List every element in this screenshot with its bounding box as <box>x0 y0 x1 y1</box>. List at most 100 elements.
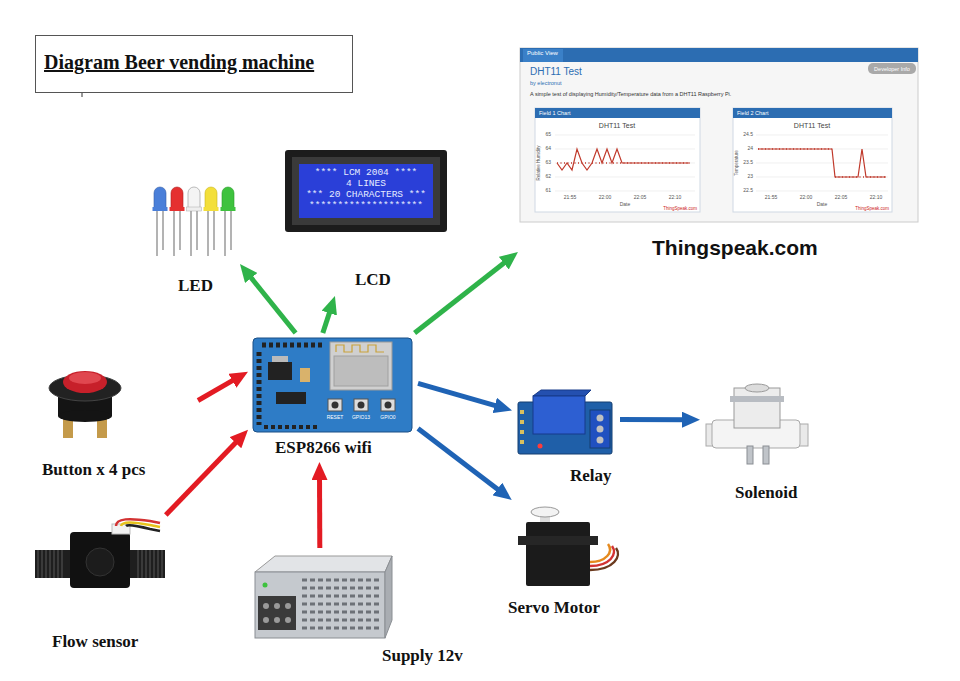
component-node: Solenoid <box>700 380 815 508</box>
axis-title: Temperature <box>734 150 739 175</box>
thingspeak-screenshot <box>756 163 888 164</box>
lcd-module <box>299 164 433 218</box>
pin-label: GPIO13 <box>352 415 370 421</box>
flow-sensor <box>35 519 165 588</box>
led-icon <box>207 211 209 256</box>
axis-tick: 24 <box>747 146 753 152</box>
axis-tick: 21:55 <box>765 195 778 201</box>
thingspeak-screenshot <box>733 108 892 212</box>
thingspeak-screenshot <box>555 191 695 192</box>
axis-tick: 62 <box>545 174 551 180</box>
power-supply <box>263 583 268 588</box>
esp8266-board <box>328 399 342 411</box>
led-icon <box>188 187 200 208</box>
arrow-connector <box>166 438 240 515</box>
push-button <box>69 372 101 384</box>
component-node: Supply 12v <box>245 548 512 670</box>
thingspeak-screenshot <box>535 108 700 118</box>
push-button <box>49 371 121 438</box>
lcd-text: **** LCM 2004 **** <box>315 168 418 179</box>
component-label: LED <box>178 276 213 296</box>
esp8266-board <box>381 399 395 411</box>
chart-title: DHT11 Test <box>794 122 830 130</box>
led-icon <box>230 211 232 250</box>
power-supply <box>302 579 380 582</box>
panel-heading: Field 1 Chart <box>539 110 571 116</box>
thingspeak-screenshot <box>555 149 695 150</box>
thingspeak-screenshot <box>520 48 918 222</box>
esp8266-board <box>334 356 388 386</box>
component-node: Servo Motor <box>505 500 640 622</box>
axis-tick: 23 <box>747 174 753 180</box>
solenoid-valve <box>730 396 784 402</box>
component-label: Flow sensor <box>52 632 138 652</box>
thingspeak-screenshot <box>523 49 563 62</box>
tab-text: Public View <box>527 50 558 57</box>
axis-title: Date <box>620 202 631 208</box>
led-icon <box>156 211 158 256</box>
flow-sensor <box>137 550 164 578</box>
esp8266-board <box>268 362 292 380</box>
author-text: by electronut <box>530 80 562 86</box>
panel-heading: Field 2 Chart <box>737 110 769 116</box>
relay-module <box>533 396 585 434</box>
pin-label: RESET <box>327 415 344 421</box>
axis-tick: 22:00 <box>599 195 612 201</box>
flow-sensor <box>86 548 114 576</box>
axis-tick: 63 <box>545 160 551 166</box>
esp8266-board <box>330 342 392 390</box>
esp8266-board <box>332 402 339 409</box>
component-label: Thingspeak.com <box>652 236 818 260</box>
component-label: Servo Motor <box>508 598 600 618</box>
title-box: Diagram Beer vending machine <box>35 35 353 93</box>
led-icon <box>179 211 181 250</box>
component-label: Button x 4 pcs <box>42 460 145 480</box>
flow-sensor <box>126 525 160 531</box>
relay-module <box>520 410 524 446</box>
axis-tick: 22.5 <box>743 188 753 194</box>
power-supply <box>302 587 380 590</box>
esp8266-board <box>253 338 412 432</box>
led-icon <box>190 211 192 256</box>
axis-tick: 64 <box>545 146 551 152</box>
arrow-connector <box>415 260 509 334</box>
esp8266-board <box>262 343 325 348</box>
power-supply <box>302 611 380 614</box>
power-supply <box>285 617 291 623</box>
relay-module <box>533 390 591 396</box>
power-supply <box>302 595 380 598</box>
component-label: LCD <box>355 270 391 290</box>
arrow-connector <box>418 429 502 493</box>
axis-tick: 22:00 <box>800 195 813 201</box>
thingspeak-screenshot <box>557 149 690 170</box>
solenoid-valve <box>734 388 780 428</box>
axis-tick: 22:05 <box>634 195 647 201</box>
led-icon <box>204 207 219 211</box>
led-icon <box>170 207 185 211</box>
page-heading: DHT11 Test <box>530 66 582 78</box>
arrow-connector <box>323 307 331 333</box>
power-supply <box>302 627 380 630</box>
power-supply <box>258 596 296 630</box>
thingspeak-screenshot <box>756 149 888 150</box>
esp8266-board <box>264 425 320 429</box>
servo-motor <box>526 522 590 586</box>
led-icon <box>153 187 236 256</box>
esp8266-board <box>257 352 262 425</box>
lcd-module <box>285 150 447 232</box>
component-label: Relay <box>570 466 612 486</box>
esp8266-board <box>253 338 412 432</box>
power-supply <box>302 603 380 606</box>
push-button <box>63 371 107 393</box>
watermark: ThingSpeak.com <box>855 206 889 211</box>
servo-motor <box>518 507 618 586</box>
power-supply <box>274 603 280 609</box>
component-node: ESP8266 wifi <box>248 333 418 462</box>
arrow-connector <box>418 383 501 407</box>
component-label: Supply 12v <box>382 646 463 666</box>
axis-title: Date <box>817 202 828 208</box>
axis-tick: 21:55 <box>564 195 577 201</box>
led-icon <box>162 211 164 250</box>
lcd-module <box>292 157 440 225</box>
axis-title: Relative Humidity <box>536 145 541 180</box>
